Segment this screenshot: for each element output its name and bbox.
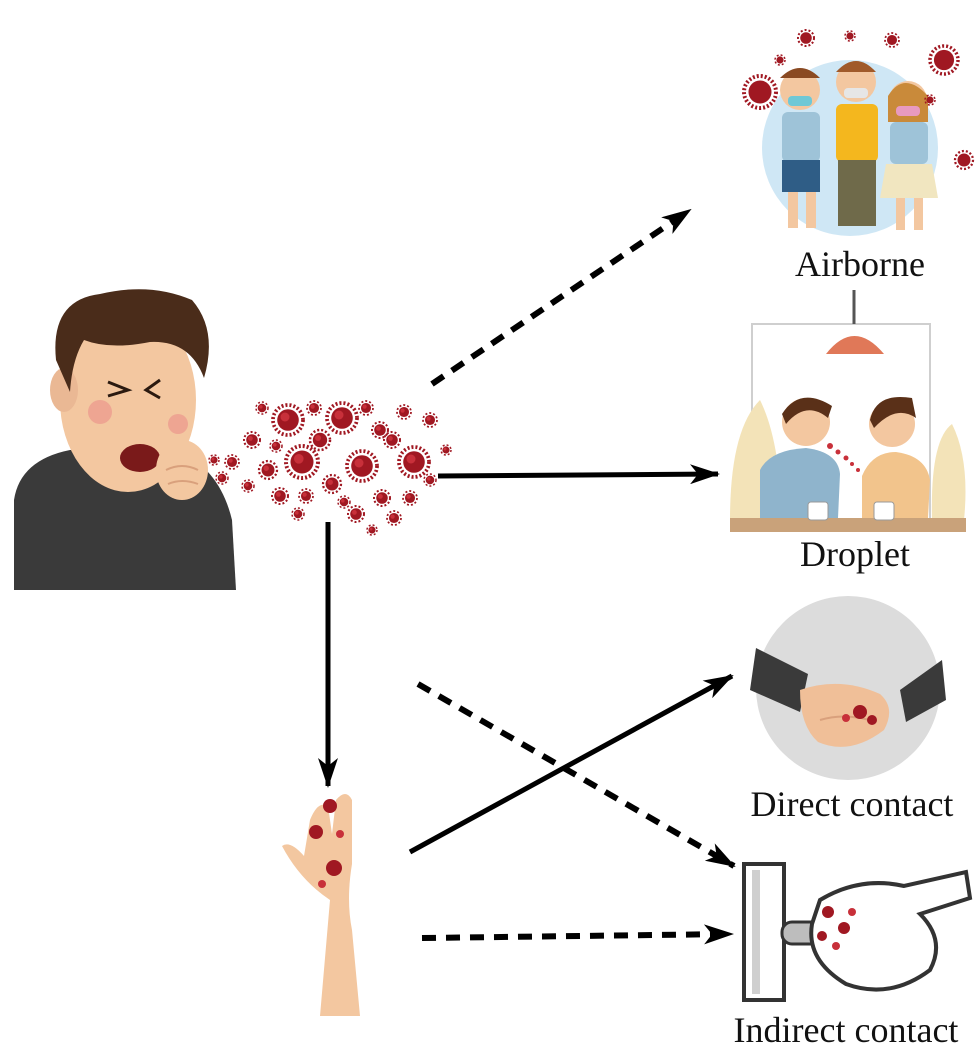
virus-particle — [397, 445, 431, 479]
virus-particle — [358, 400, 374, 416]
virus-particle — [953, 149, 975, 171]
virus-particle — [337, 495, 351, 509]
arrow-to-droplet — [437, 464, 720, 485]
virus-cloud-icon — [208, 400, 452, 536]
handshake-icon — [750, 596, 946, 780]
virus-particle — [742, 74, 778, 110]
label-airborne: Airborne — [795, 244, 925, 284]
virus-particle — [396, 404, 412, 420]
virus-particle — [321, 473, 343, 495]
virus-particle — [924, 94, 936, 106]
virus-particle — [345, 449, 379, 483]
arrow-to-indirect-contact-from-cloud — [416, 681, 736, 869]
virus-particle — [241, 479, 255, 493]
virus-particle — [373, 489, 391, 507]
virus-particle — [271, 403, 305, 437]
arrow-to-indirect-contact-from-hand — [421, 924, 734, 945]
contaminated-hand-icon — [282, 794, 360, 1016]
arrow-to-direct-contact — [408, 673, 734, 855]
virus-particle — [440, 444, 452, 456]
virus-particle — [271, 487, 289, 505]
virus-particle — [308, 428, 332, 452]
masked-people-icon — [762, 60, 938, 236]
virus-particle — [257, 459, 279, 481]
virus-particle — [797, 29, 815, 47]
virus-particle — [284, 444, 320, 480]
door-handle-hand-icon — [742, 862, 973, 1002]
virus-particle — [844, 30, 856, 42]
virus-particle — [291, 507, 305, 521]
virus-particle — [243, 431, 261, 449]
virus-particle — [383, 431, 401, 449]
virus-particle — [255, 401, 269, 415]
virus-particle — [298, 488, 314, 504]
virus-particle — [306, 400, 322, 416]
label-indirect-contact: Indirect contact — [733, 1010, 959, 1050]
virus-particle — [386, 510, 402, 526]
virus-particle — [347, 505, 365, 523]
virus-particle — [208, 454, 220, 466]
airborne-virus-particles — [742, 29, 975, 171]
virus-particle — [371, 421, 389, 439]
virus-particle — [366, 524, 378, 536]
arrows-group — [318, 207, 736, 945]
virus-particle — [325, 401, 359, 435]
talking-people-icon — [730, 290, 966, 532]
virus-particle — [224, 454, 240, 470]
virus-particle — [422, 412, 438, 428]
virus-particle — [928, 44, 960, 76]
arrow-to-airborne — [430, 207, 692, 387]
label-direct-contact: Direct contact — [750, 784, 954, 824]
virus-particle — [269, 439, 283, 453]
label-droplet: Droplet — [800, 534, 910, 574]
virus-particle — [423, 473, 437, 487]
coughing-person-icon — [14, 289, 236, 590]
virus-particle — [215, 471, 229, 485]
virus-particle — [774, 54, 786, 66]
virus-particle — [884, 32, 900, 48]
virus-particle — [402, 490, 418, 506]
